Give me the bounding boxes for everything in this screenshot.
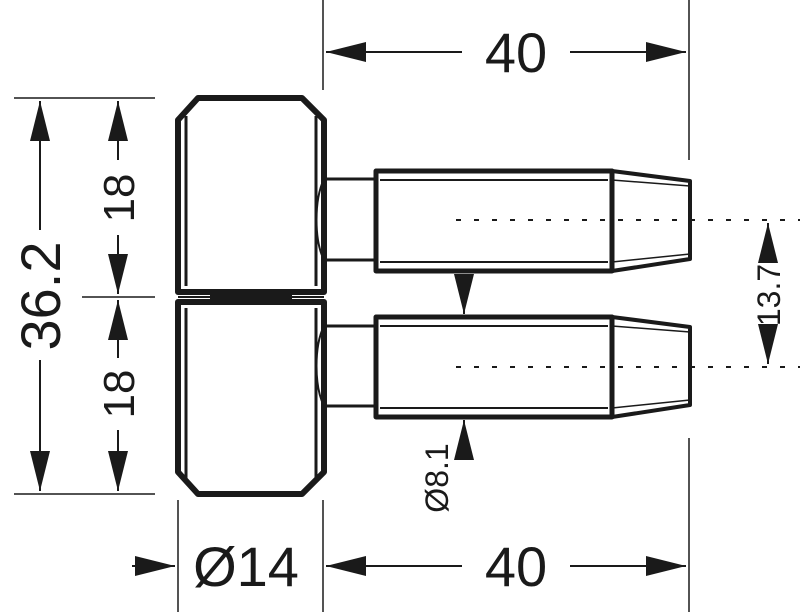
dim-overall-height: 36.2 <box>9 242 72 351</box>
extension-lines <box>14 0 690 612</box>
center-lines <box>456 219 800 368</box>
knuckle-joint <box>178 291 324 303</box>
lower-knuckle <box>175 299 327 497</box>
dimension-lines <box>30 41 778 576</box>
dim-bottom-length: 40 <box>485 535 547 598</box>
lower-pin <box>315 314 692 420</box>
dim-pin-diameter: Ø8.1 <box>419 443 455 512</box>
dim-pin-spacing: 13.7 <box>751 264 787 326</box>
upper-knuckle <box>175 95 327 295</box>
dim-top-length: 40 <box>485 21 547 84</box>
dim-barrel-diameter: Ø14 <box>193 535 299 598</box>
dim-lower-height: 18 <box>95 370 144 419</box>
dim-upper-height: 18 <box>95 174 144 223</box>
upper-pin <box>315 168 692 274</box>
